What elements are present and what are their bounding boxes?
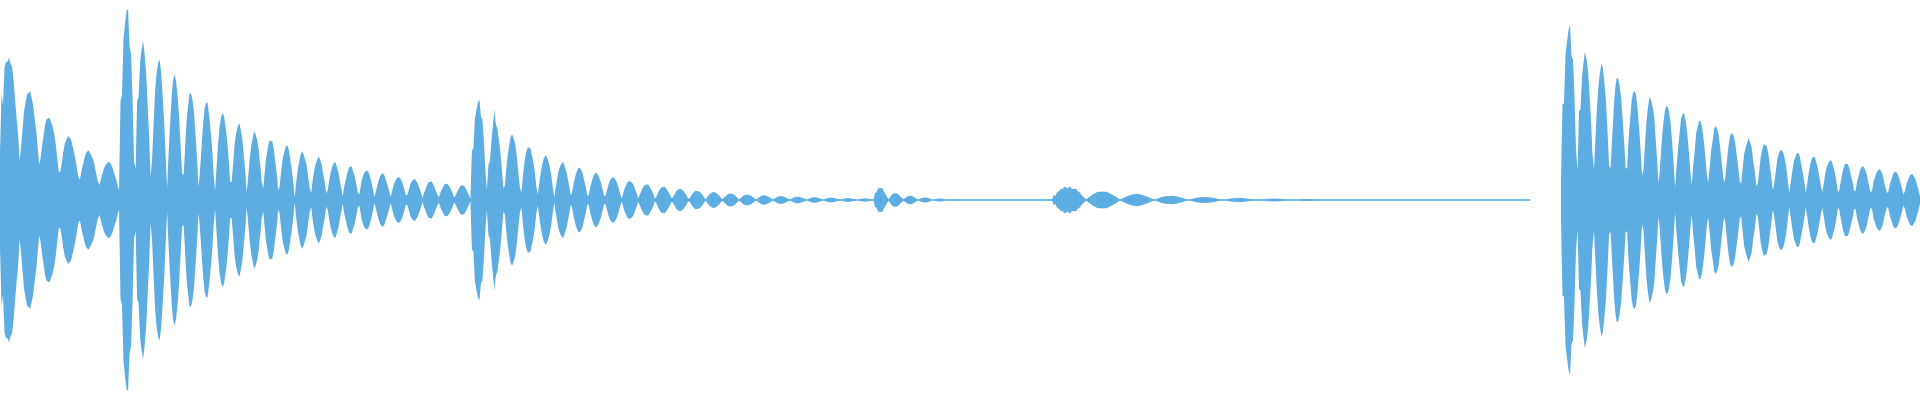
waveform-hit-4 [1561,25,1920,375]
waveform-segments [0,8,1920,392]
waveform-hit-1 [0,57,119,343]
waveform-blip-2 [1052,186,1531,214]
waveform-hit-3 [470,99,874,301]
waveform-hit-2 [119,8,471,392]
waveform-blip-1 [873,187,1053,213]
